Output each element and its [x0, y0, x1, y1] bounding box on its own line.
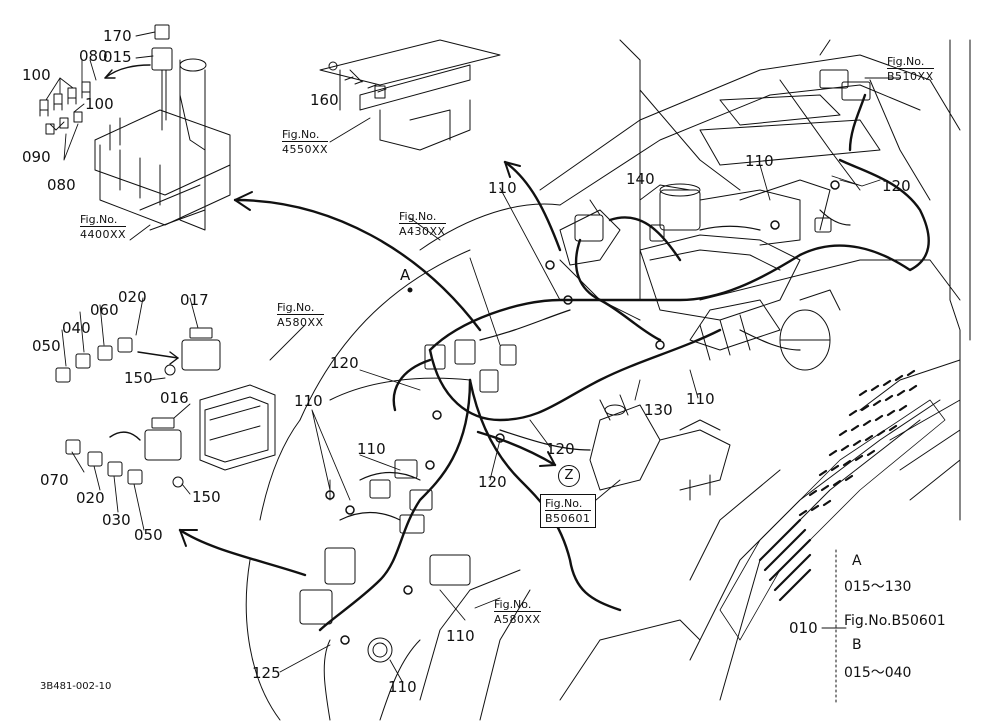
callout-125: 125	[252, 664, 281, 682]
callout-120: 120	[882, 177, 911, 195]
bracket-inset	[319, 39, 501, 151]
fig-ref-a580xx-lower: Fig.No. A580XX	[494, 598, 541, 626]
assembly-arrows	[178, 160, 562, 577]
callout-110: 110	[294, 392, 323, 410]
relay-blocks	[299, 69, 871, 663]
callout-080: 080	[79, 47, 108, 65]
callout-050: 050	[32, 337, 61, 355]
callout-100: 100	[85, 95, 114, 113]
callout-140: 140	[626, 170, 655, 188]
callout-150: 150	[192, 488, 221, 506]
callout-016: 016	[160, 389, 189, 407]
callout-017: 017	[180, 291, 209, 309]
callout-110: 110	[357, 440, 386, 458]
callout-050: 050	[134, 526, 163, 544]
callout-080: 080	[47, 176, 76, 194]
fuse-box-inset	[94, 24, 231, 231]
relay-bracket-inset	[144, 327, 276, 488]
callout-120: 120	[478, 473, 507, 491]
front-grille	[719, 369, 946, 641]
fig-ref-4400xx: Fig.No. 4400XX	[80, 213, 127, 241]
fig-ref-4550xx: Fig.No. 4550XX	[282, 128, 329, 156]
callout-070: 070	[40, 471, 69, 489]
callout-020: 020	[118, 288, 147, 306]
fig-ref-b50601: Fig.No. B50601	[540, 494, 596, 528]
leader-lines	[45, 31, 901, 684]
fig-ref-a430xx: Fig.No. A430XX	[399, 210, 446, 238]
view-marker-z: Z	[558, 465, 580, 487]
legend-b-range: 015～040	[844, 665, 912, 681]
fig-ref-b510xx: Fig.No. B510XX	[887, 55, 934, 83]
callout-a: A	[400, 266, 411, 284]
legend-fig: Fig.No.B50601	[844, 613, 946, 629]
callout-015: 015	[103, 48, 132, 66]
callout-100: 100	[22, 66, 51, 84]
callout-110: 110	[446, 627, 475, 645]
fig-ref-a580xx-upper: Fig.No. A580XX	[277, 301, 324, 329]
wiring-harness	[318, 93, 930, 632]
inset-arrows	[104, 64, 179, 441]
point-a-marker	[407, 287, 413, 293]
callout-120: 120	[330, 354, 359, 372]
fuse-set-b	[55, 337, 143, 485]
engine-assembly	[559, 94, 881, 501]
callout-030: 030	[102, 511, 131, 529]
callout-160: 160	[310, 91, 339, 109]
drawing-reference: 3B481-002-10	[40, 681, 112, 692]
callout-130: 130	[644, 401, 673, 419]
callout-170: 170	[103, 27, 132, 45]
legend-a-range: 015～130	[844, 579, 912, 595]
callout-010: 010	[789, 619, 818, 637]
callout-110: 110	[686, 390, 715, 408]
callout-110: 110	[488, 179, 517, 197]
legend-a-letter: A	[852, 553, 862, 569]
callout-120: 120	[546, 440, 575, 458]
callout-040: 040	[62, 319, 91, 337]
callout-150: 150	[124, 369, 153, 387]
callout-060: 060	[90, 301, 119, 319]
callout-110: 110	[388, 678, 417, 696]
legend-b-letter: B	[852, 637, 862, 653]
wiring-harness-thin	[339, 209, 851, 521]
fuse-set-a	[39, 81, 91, 135]
harness-clamps	[325, 180, 840, 645]
callout-090: 090	[22, 148, 51, 166]
callout-020: 020	[76, 489, 105, 507]
callout-110: 110	[745, 152, 774, 170]
